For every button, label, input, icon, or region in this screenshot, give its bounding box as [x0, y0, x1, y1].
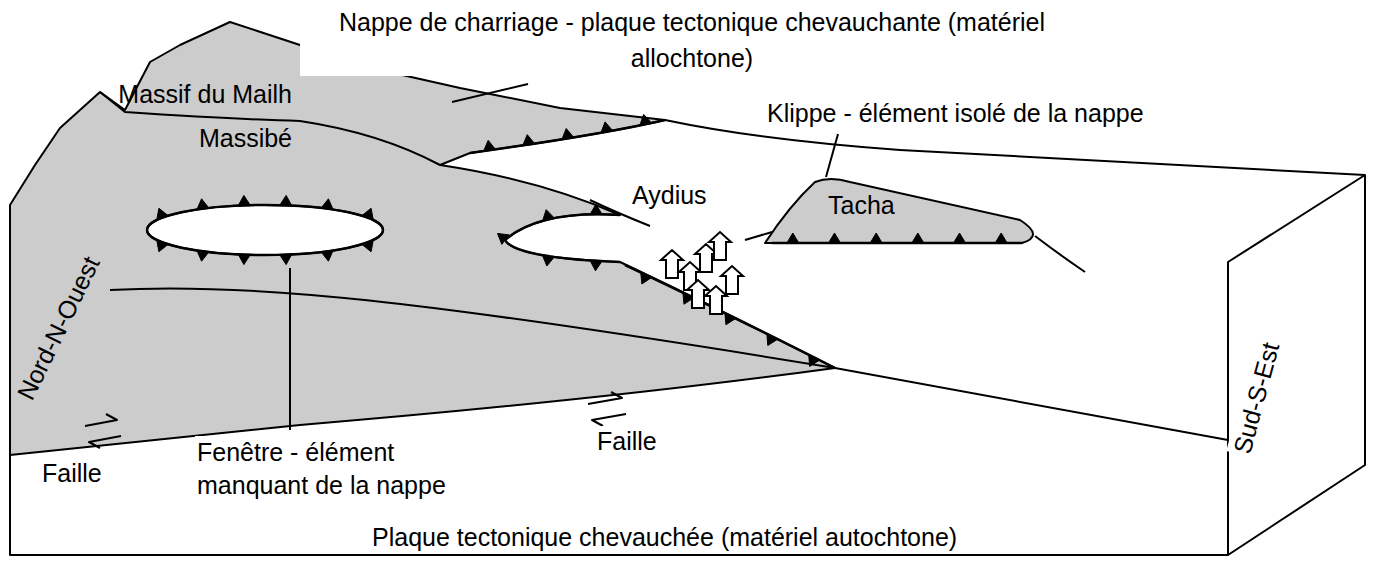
house-symbol	[687, 280, 709, 308]
thrust-tooth	[767, 334, 778, 346]
horizon-line	[665, 120, 1365, 175]
thrust-tooth	[523, 135, 535, 146]
leader-line	[289, 268, 291, 430]
fault-label: Faille	[595, 426, 659, 456]
thrust-line	[505, 214, 620, 262]
thrust-tooth	[543, 210, 555, 221]
thrust-tooth	[280, 254, 292, 264]
thrust-tooth	[809, 355, 820, 367]
thrust-tooth	[362, 240, 373, 251]
nappe-label: Nappe de charriage - plaque tectonique c…	[300, 4, 1084, 76]
ridge-line	[110, 288, 835, 368]
front-top-edge	[835, 368, 1228, 440]
fault-arrow	[85, 414, 117, 426]
terrain-line	[1035, 236, 1085, 272]
fault-arrow	[592, 414, 626, 426]
thrust-tooth	[640, 114, 652, 125]
thrust-tooth	[829, 233, 841, 243]
house-symbol	[705, 286, 727, 314]
thrust-tooth	[954, 233, 966, 243]
leader-line	[826, 134, 838, 177]
klippe-name: Tacha	[828, 190, 895, 220]
house-symbol	[709, 232, 731, 260]
thrust-tooth	[498, 234, 510, 245]
thrust-tooth	[238, 195, 250, 205]
thrust-tooth	[995, 233, 1007, 243]
thrust-tooth	[362, 208, 373, 219]
fault-label: Faille	[40, 458, 104, 488]
thrust-tooth	[484, 140, 496, 151]
thrust-tooth	[238, 254, 250, 264]
thrust-tooth	[157, 208, 168, 219]
thrust-tooth	[641, 272, 652, 284]
thrust-tooth	[590, 260, 602, 270]
fault-arrow	[588, 392, 622, 404]
massif-name: Massif du Mailh Massibé	[107, 72, 292, 160]
leader-line	[452, 84, 528, 102]
house-symbol	[661, 250, 683, 278]
window-label: Fenêtre - élément manquant de la nappe	[195, 436, 489, 502]
thrust-tooth	[197, 199, 209, 210]
thrust-tooth	[870, 233, 882, 243]
thrust-tooth	[321, 199, 333, 210]
thrust-line	[147, 205, 383, 255]
thrust-tooth	[280, 195, 292, 205]
village-name: Aydius	[630, 180, 709, 210]
klippe	[765, 179, 1033, 243]
thrust-tooth	[912, 233, 924, 243]
thrust-tooth	[590, 204, 602, 214]
nappe-surface	[10, 22, 835, 455]
autochthon-label: Plaque tectonique chevauchée (matériel a…	[370, 522, 959, 552]
window	[147, 205, 383, 255]
thrust-tooth	[562, 129, 574, 140]
klippe-label: Klippe - élément isolé de la nappe	[765, 98, 1146, 128]
thrust-tooth	[725, 313, 736, 325]
thrust-line	[625, 265, 835, 368]
terrain-line	[745, 232, 772, 240]
thrust-line	[470, 120, 665, 153]
thrust-teeth	[147, 114, 1022, 368]
thrust-line	[772, 242, 1022, 245]
thrust-tooth	[157, 240, 168, 251]
fault-arrow	[89, 436, 121, 448]
thrust-tooth	[542, 255, 554, 266]
village	[661, 232, 743, 314]
house-symbol	[721, 266, 743, 294]
thrust-tooth	[601, 122, 613, 133]
thrust-tooth	[321, 250, 333, 261]
thrust-tooth	[787, 233, 799, 243]
thrust-tooth	[197, 250, 209, 261]
